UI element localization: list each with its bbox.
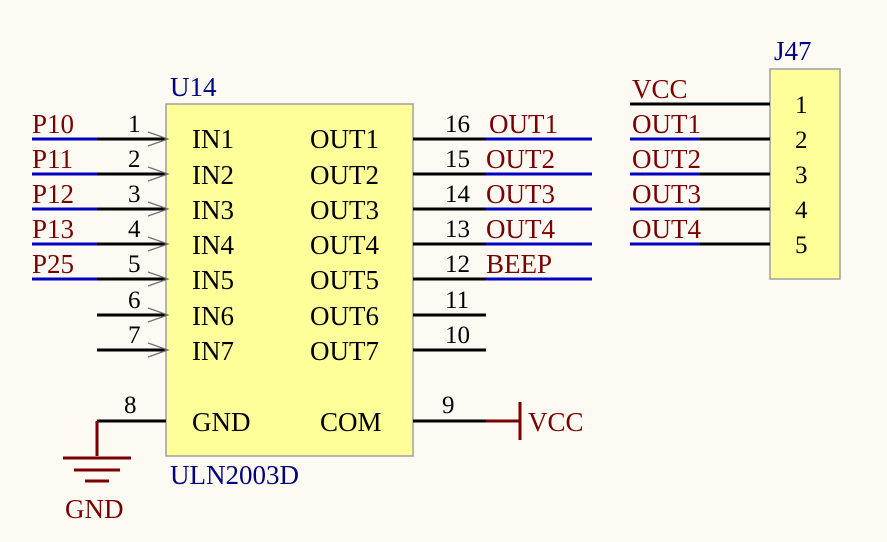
pin-number: 14 [445, 181, 471, 208]
pin-number: 16 [445, 111, 470, 138]
pin-number: 6 [128, 287, 141, 314]
pin-number: 4 [128, 216, 141, 243]
net-label-p10: P10 [32, 109, 74, 139]
pin-name: IN5 [192, 265, 234, 295]
net-label-out1: OUT1 [489, 109, 558, 139]
pin-name: OUT5 [310, 265, 379, 295]
j47-pin-2: 2 OUT1 [630, 109, 808, 154]
net-label-out3: OUT3 [632, 179, 701, 209]
com-pin-9: COM 9 [320, 392, 486, 437]
input-pin-2: 2 P11 IN2 [32, 144, 234, 190]
pin-name: IN2 [192, 160, 234, 190]
pin-number: 1 [128, 111, 141, 138]
output-pin-14: OUT3 14 OUT3 [310, 179, 592, 225]
output-pin-16: OUT1 16 OUT1 [310, 109, 592, 154]
pin-number: 15 [445, 146, 470, 173]
pin-number: 11 [445, 287, 469, 314]
gnd-power-label: GND [65, 494, 124, 524]
output-pin-12: OUT5 12 BEEP [310, 249, 592, 295]
pin-name: OUT7 [310, 336, 379, 366]
net-label-p13: P13 [32, 214, 74, 244]
net-label-out3: OUT3 [486, 179, 555, 209]
net-label-p12: P12 [32, 179, 74, 209]
input-pin-1: 1 P10 IN1 [32, 109, 234, 154]
output-pin-11: OUT6 11 [310, 287, 486, 331]
input-pin-6: 6 IN6 [97, 287, 234, 331]
pin-number: 2 [795, 127, 808, 154]
net-label-p11: P11 [32, 144, 73, 174]
output-pin-13: OUT4 13 OUT4 [310, 214, 592, 260]
pin-number: 8 [124, 392, 137, 419]
pin-name: COM [320, 407, 382, 437]
input-pin-7: 7 IN7 [97, 322, 234, 366]
pin-name: IN1 [192, 124, 234, 154]
pin-number: 4 [795, 197, 808, 224]
pin-number: 3 [795, 162, 808, 189]
net-label-out2: OUT2 [486, 144, 555, 174]
pin-name: IN7 [192, 336, 234, 366]
pin-number: 12 [445, 251, 470, 278]
pin-number: 5 [795, 232, 808, 259]
pin-number: 13 [445, 216, 470, 243]
pin-name: IN3 [192, 195, 234, 225]
j47-body [769, 68, 841, 280]
input-pin-4: 4 P13 IN4 [32, 214, 234, 260]
pin-name: OUT4 [310, 230, 379, 260]
net-label-out1: OUT1 [632, 109, 701, 139]
pin-number: 7 [128, 322, 141, 349]
u14-designator: U14 [170, 72, 217, 102]
net-label-vcc: VCC [632, 74, 688, 104]
net-label-out4: OUT4 [486, 214, 555, 244]
input-pin-3: 3 P12 IN3 [32, 179, 234, 225]
input-pin-5: 5 P25 IN5 [32, 249, 234, 295]
pin-name: OUT1 [310, 124, 379, 154]
pin-number: 10 [445, 322, 470, 349]
j47-designator: J47 [774, 36, 812, 66]
net-label-beep: BEEP [486, 249, 552, 279]
net-label-p25: P25 [32, 249, 74, 279]
pin-number: 2 [128, 146, 141, 173]
pin-name: IN6 [192, 301, 234, 331]
j47-pin-1: 1 VCC [630, 74, 808, 119]
pin-name: OUT2 [310, 160, 379, 190]
output-pin-10: OUT7 10 [310, 322, 486, 366]
pin-name: OUT6 [310, 301, 379, 331]
output-pin-15: OUT2 15 OUT2 [310, 144, 592, 190]
net-label-out4: OUT4 [632, 214, 701, 244]
j47-pin-5: 5 OUT4 [630, 214, 808, 259]
pin-number: 9 [442, 392, 455, 419]
vcc-power-label: VCC [528, 407, 584, 437]
pin-number: 3 [128, 181, 141, 208]
pin-name: OUT3 [310, 195, 379, 225]
gnd-pin-8: 8 GND [97, 392, 251, 437]
j47-pin-4: 4 OUT3 [630, 179, 808, 224]
vcc-power-symbol: VCC [486, 402, 584, 440]
j47-pin-3: 3 OUT2 [630, 144, 808, 189]
pin-name: GND [192, 407, 251, 437]
pin-number: 5 [128, 251, 141, 278]
net-label-out2: OUT2 [632, 144, 701, 174]
u14-part-number: ULN2003D [170, 460, 299, 490]
u14-body [165, 103, 414, 457]
ground-symbol: GND [63, 421, 131, 524]
pin-name: IN4 [192, 230, 234, 260]
pin-number: 1 [795, 92, 808, 119]
